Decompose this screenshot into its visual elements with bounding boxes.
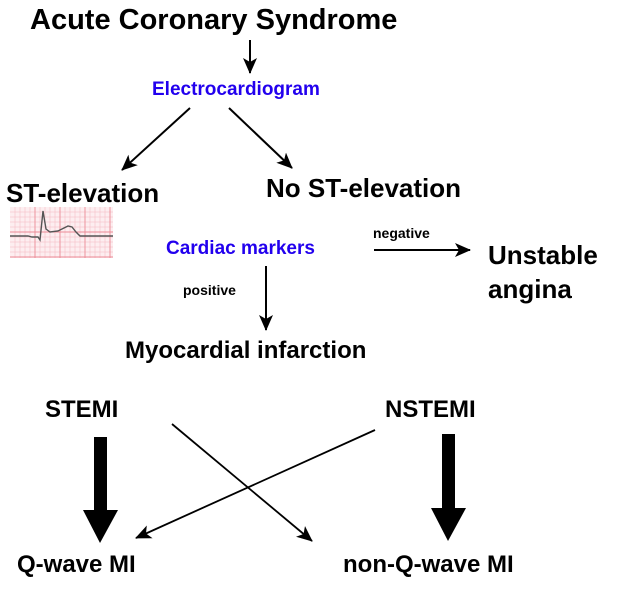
- node-nstemi: NSTEMI: [385, 396, 476, 423]
- ecg-grid: [10, 207, 113, 258]
- node-st-elevation: ST-elevation: [6, 178, 160, 208]
- edge-label-positive: positive: [183, 282, 236, 298]
- node-electrocardiogram: Electrocardiogram: [152, 79, 320, 100]
- title: Acute Coronary Syndrome: [30, 4, 398, 36]
- arrow-nstemi-to-q-wave: [135, 429, 376, 539]
- node-myocardial-infarction: Myocardial infarction: [125, 337, 367, 364]
- arrow-ecg-to-no-st-elevation: [228, 107, 293, 169]
- node-stemi: STEMI: [45, 396, 119, 423]
- node-q-wave-mi: Q-wave MI: [17, 551, 136, 578]
- node-cardiac-markers: Cardiac markers: [166, 238, 315, 259]
- ecg-trace: [10, 210, 113, 243]
- node-no-st-elevation: No ST-elevation: [266, 173, 462, 203]
- node-non-q-wave-mi: non-Q-wave MI: [343, 551, 514, 578]
- node-angina: angina: [488, 274, 572, 304]
- thick-arrow-nstemi-to-non-q-wave: [431, 434, 466, 541]
- ecg-grid-major: [10, 207, 113, 258]
- arrow-stemi-to-non-q-wave: [171, 423, 313, 542]
- thick-arrow-stemi-to-q-wave: [83, 437, 118, 543]
- ecg-strip-image: [10, 207, 113, 258]
- edge-label-negative: negative: [373, 225, 430, 241]
- arrow-ecg-to-st-elevation: [121, 107, 191, 171]
- node-unstable: Unstable: [488, 240, 598, 270]
